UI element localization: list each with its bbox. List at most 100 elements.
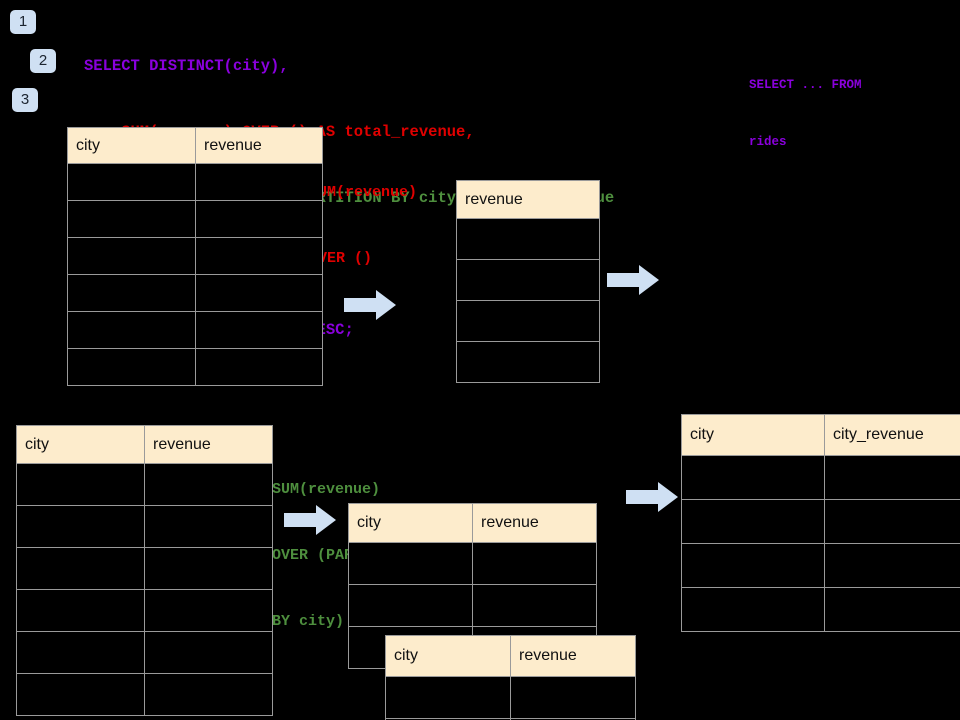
table-cell: [824, 455, 960, 500]
arrow-partition-to-result: [626, 482, 678, 512]
table-rides-top: city revenue: [67, 127, 323, 386]
table-row: [456, 218, 600, 260]
table-row: [456, 300, 600, 342]
table-cell: [16, 463, 145, 506]
arrow-total-to-result: [607, 265, 659, 295]
column-header-revenue: revenue: [510, 635, 636, 677]
table-cell: [195, 237, 323, 275]
table-row: [681, 587, 960, 632]
table-row: [67, 200, 323, 238]
table-cell: [67, 348, 196, 386]
side-note-select-from-rides: SELECT ... FROM rides: [749, 38, 862, 190]
table-cell: [16, 547, 145, 590]
table-cell: [681, 455, 825, 500]
table-cell: [16, 589, 145, 632]
table-cell: [456, 218, 600, 260]
annotation-city-revenue-line-3: BY city): [272, 613, 345, 630]
table-cell: [348, 542, 473, 585]
column-header-city-revenue: city_revenue: [824, 414, 960, 456]
column-header-revenue: revenue: [472, 503, 597, 543]
table-row: [456, 259, 600, 301]
annotation-total-revenue: SUM(revenue) OVER (): [309, 138, 417, 314]
table-partition-front: city revenue: [385, 635, 636, 720]
table-cell: [16, 631, 145, 674]
table-cell: [195, 163, 323, 201]
annotation-city-revenue-line-1: SUM(revenue): [272, 481, 381, 498]
step-badge-1: 1: [10, 10, 36, 34]
column-header-city: city: [385, 635, 511, 677]
table-cell: [348, 584, 473, 627]
table-row: city city_revenue: [681, 414, 960, 456]
sql-line-1: SELECT DISTINCT(city),: [84, 57, 289, 75]
table-row: [16, 631, 273, 674]
side-note-line-2: rides: [749, 135, 787, 149]
table-cell: [472, 584, 597, 627]
column-header-city: city: [681, 414, 825, 456]
table-row: [681, 455, 960, 500]
table-result: city city_revenue: [681, 414, 960, 632]
table-row: [681, 499, 960, 544]
table-row: [16, 547, 273, 590]
step-badge-3: 3: [12, 88, 38, 112]
table-cell: [681, 543, 825, 588]
table-cell: [385, 676, 511, 719]
table-total-revenue: revenue: [456, 180, 600, 383]
column-header-city: city: [348, 503, 473, 543]
table-cell: [824, 499, 960, 544]
table-cell: [510, 676, 636, 719]
table-cell: [456, 341, 600, 383]
table-cell: [681, 587, 825, 632]
table-cell: [510, 718, 636, 720]
table-cell: [195, 274, 323, 312]
table-row: [456, 341, 600, 383]
annotation-total-revenue-line-1: SUM(revenue): [309, 184, 418, 201]
table-cell: [195, 200, 323, 238]
annotation-total-revenue-line-2: OVER (): [309, 250, 373, 267]
column-header-revenue: revenue: [195, 127, 323, 164]
table-row: city revenue: [16, 425, 273, 464]
table-cell: [456, 259, 600, 301]
table-row: [16, 463, 273, 506]
table-cell: [195, 311, 323, 349]
table-row: [67, 311, 323, 349]
table-row: [16, 589, 273, 632]
column-header-city: city: [67, 127, 196, 164]
table-cell: [67, 274, 196, 312]
table-row: [67, 163, 323, 201]
table-cell: [144, 463, 273, 506]
side-note-line-1: SELECT ... FROM: [749, 78, 862, 92]
table-row: [681, 543, 960, 588]
table-cell: [144, 673, 273, 716]
table-cell: [472, 542, 597, 585]
table-row: [16, 673, 273, 716]
table-cell: [456, 300, 600, 342]
table-cell: [67, 237, 196, 275]
column-header-revenue: revenue: [144, 425, 273, 464]
table-row: revenue: [456, 180, 600, 219]
arrow-rides-to-partition: [284, 505, 336, 535]
table-row: [385, 676, 636, 719]
column-header-city: city: [16, 425, 145, 464]
table-cell: [195, 348, 323, 386]
table-cell: [681, 499, 825, 544]
table-row: city revenue: [385, 635, 636, 677]
table-row: [348, 584, 597, 627]
table-cell: [144, 547, 273, 590]
table-row: [385, 718, 636, 720]
table-row: [348, 542, 597, 585]
table-row: [67, 274, 323, 312]
table-cell: [144, 631, 273, 674]
table-row: city revenue: [348, 503, 597, 543]
step-badge-2: 2: [30, 49, 56, 73]
table-row: [67, 348, 323, 386]
table-cell: [824, 543, 960, 588]
table-row: [16, 505, 273, 548]
arrow-rides-to-total: [344, 290, 396, 320]
table-cell: [144, 589, 273, 632]
column-header-revenue: revenue: [456, 180, 600, 219]
table-cell: [16, 673, 145, 716]
table-cell: [67, 200, 196, 238]
table-cell: [67, 163, 196, 201]
table-cell: [67, 311, 196, 349]
